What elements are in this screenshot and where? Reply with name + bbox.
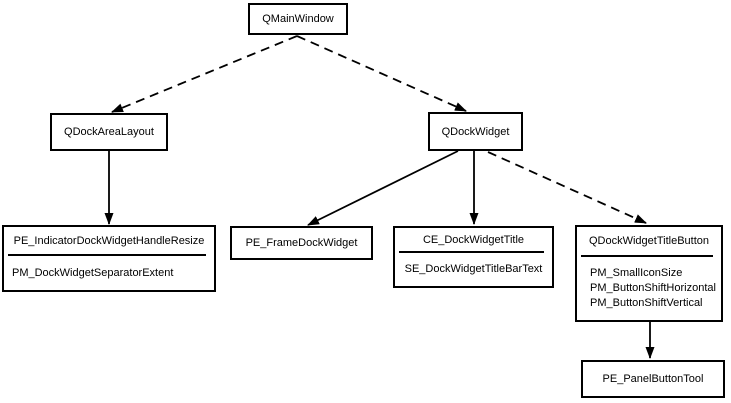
- node-title: PE_PanelButtonTool: [602, 373, 704, 385]
- field-separator: [8, 254, 206, 256]
- node-title: QDockWidget: [441, 125, 510, 138]
- node-title: CE_DockWidgetTitle: [422, 233, 525, 246]
- node-dock-widget-title: CE_DockWidgetTitle SE_DockWidgetTitleBar…: [393, 226, 554, 288]
- node-field: PM_ButtonShiftHorizontal: [590, 282, 716, 294]
- node-field: PM_SmallIconSize: [590, 267, 683, 279]
- node-qmainwindow: QMainWindow: [248, 3, 348, 35]
- node-title: PE_IndicatorDockWidgetHandleResize: [13, 234, 205, 247]
- node-qdockarealayout: QDockAreaLayout: [50, 113, 168, 151]
- field-separator: [399, 251, 544, 253]
- field-separator: [581, 255, 713, 257]
- node-title: QDockWidgetTitleButton: [588, 235, 710, 247]
- node-field: SE_DockWidgetTitleBarText: [404, 263, 543, 275]
- node-qdockwidget: QDockWidget: [428, 112, 523, 151]
- node-field: PM_DockWidgetSeparatorExtent: [12, 266, 174, 279]
- node-frame-dock-widget: PE_FrameDockWidget: [230, 226, 373, 260]
- node-dock-handle-resize: PE_IndicatorDockWidgetHandleResize PM_Do…: [2, 225, 216, 292]
- node-title: PE_FrameDockWidget: [245, 237, 358, 249]
- node-title: QDockAreaLayout: [64, 126, 154, 138]
- edge-qdockwidget-framedockwidget: [307, 150, 459, 226]
- edge-qdockwidget-titlebutton: [487, 151, 647, 224]
- edge-qmainwindow-qdockarealayout: [111, 35, 298, 113]
- edge-qmainwindow-qdockwidget: [296, 35, 467, 112]
- node-title: QMainWindow: [262, 13, 334, 25]
- node-field: PM_ButtonShiftVertical: [590, 297, 703, 309]
- node-dock-widget-title-button: QDockWidgetTitleButton PM_SmallIconSize …: [575, 225, 723, 322]
- node-panel-button-tool: PE_PanelButtonTool: [581, 360, 725, 398]
